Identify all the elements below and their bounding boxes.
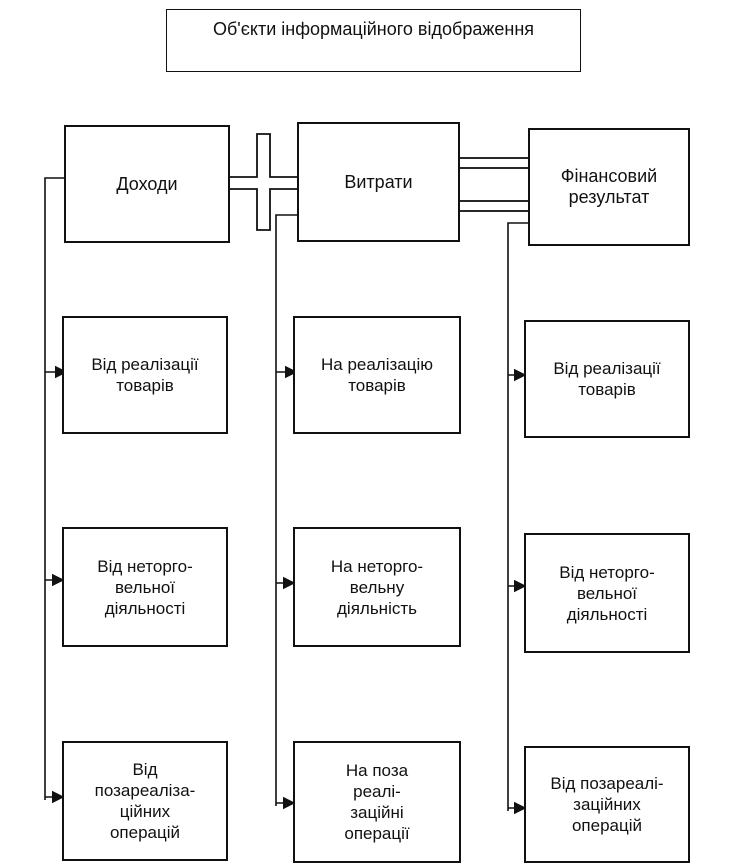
expenses-label: Витрати <box>344 171 413 192</box>
incomes-box: Доходи <box>64 125 230 243</box>
expense-nonoperating-box: На поза реалі- заційні операції <box>293 741 461 863</box>
incomes-branch-line <box>44 177 64 800</box>
expense-nontrade-label: На неторго- вельну діяльність <box>330 556 424 618</box>
expense-sales-label: На реалізацію товарів <box>320 355 434 395</box>
result-nonoperating-label: Від позареалі- заційних операцій <box>550 774 664 835</box>
result-nontrade-label: Від неторго- вельної діяльності <box>559 562 655 624</box>
expenses-box: Витрати <box>297 122 460 242</box>
diagram-title: Об'єкти інформаційного відображення <box>166 9 581 72</box>
expenses-branch-line <box>275 214 297 806</box>
result-nontrade-box: Від неторго- вельної діяльності <box>524 533 690 653</box>
expense-nonoperating-label: На поза реалі- заційні операції <box>344 761 410 843</box>
result-nonoperating-box: Від позареалі- заційних операцій <box>524 746 690 863</box>
diagram-title-text: Об'єкти інформаційного відображення <box>212 19 535 39</box>
result-branch-line <box>507 222 528 811</box>
income-nonoperating-label: Від позареаліза- ційних операцій <box>94 760 196 842</box>
income-sales-box: Від реалізації товарів <box>62 316 228 434</box>
financial-result-box: Фінансовий результат <box>528 128 690 246</box>
result-sales-label: Від реалізації товарів <box>553 359 661 399</box>
income-nontrade-label: Від неторго- вельної діяльності <box>97 556 193 618</box>
expense-nontrade-box: На неторго- вельну діяльність <box>293 527 461 647</box>
income-sales-label: Від реалізації товарів <box>91 355 199 395</box>
expense-sales-box: На реалізацію товарів <box>293 316 461 434</box>
equals-bar-bottom <box>448 200 540 212</box>
financial-result-label: Фінансовий результат <box>560 166 658 207</box>
equals-bar-top <box>448 157 540 169</box>
income-nontrade-box: Від неторго- вельної діяльності <box>62 527 228 647</box>
income-nonoperating-box: Від позареаліза- ційних операцій <box>62 741 228 861</box>
incomes-label: Доходи <box>116 173 178 194</box>
result-sales-box: Від реалізації товарів <box>524 320 690 438</box>
